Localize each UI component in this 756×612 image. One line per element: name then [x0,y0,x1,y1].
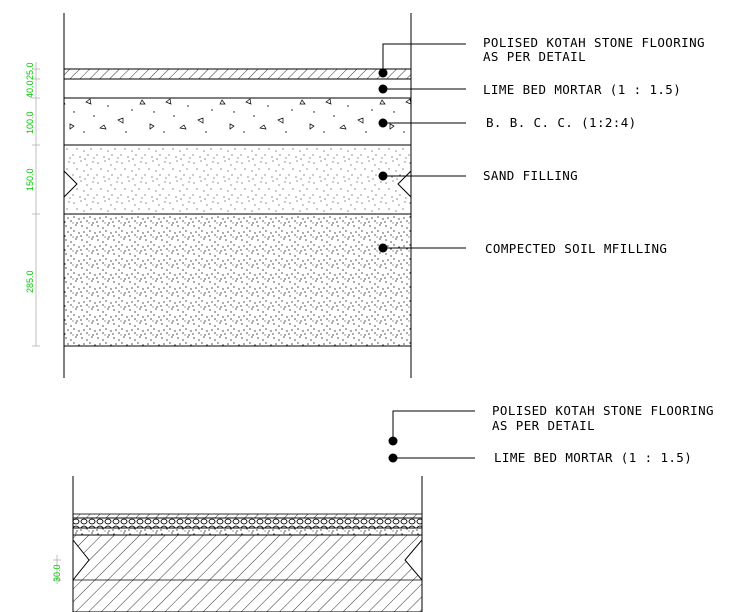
dim-285: 285.0 [25,270,35,293]
label-as-per-detail: AS PER DETAIL [483,49,586,64]
label-compacted-soil: COMPECTED SOIL MFILLING [485,241,667,256]
section-1: 40.0 25.0 100.0 150.0 285.0 POLISED [25,13,705,378]
dim-40: 40.0 [25,80,35,98]
top-finish-strip [72,513,423,519]
label-stone-flooring-2: POLISED KOTAH STONE FLOORING [492,403,714,418]
bbcc-layer [63,97,412,146]
leader-lime-mortar-2 [388,453,475,463]
dim-30: 30.0 [52,564,62,582]
leader-lime-mortar [378,84,466,94]
stone-flooring-layer [63,68,412,80]
dimension-chain-1: 40.0 25.0 100.0 150.0 285.0 [25,62,40,347]
leader-stone-flooring-2 [388,410,475,446]
stone-base-layer [72,534,423,612]
dim-100: 100.0 [25,111,35,134]
label-lime-mortar-2: LIME BED MORTAR (1 : 1.5) [494,450,692,465]
label-lime-mortar: LIME BED MORTAR (1 : 1.5) [483,82,681,97]
leader-sand-filling [378,171,466,181]
lime-mortar-layer [63,78,412,99]
dim-25: 25.0 [25,62,35,80]
dimension-chain-2: 30.0 [52,555,62,584]
compacted-soil-layer [63,213,412,347]
leader-compacted-soil [378,243,466,253]
leader-bbcc [378,118,466,128]
label-as-per-detail-2: AS PER DETAIL [492,418,595,433]
gravel-mortar-layer [72,517,423,529]
label-bbcc: B. B. C. C. (1:2:4) [486,115,637,130]
leader-stone-flooring [378,43,466,78]
sand-filling-layer [63,144,412,215]
section-2: 30.0 POLISED KOTAH STONE FLOORING AS PER… [52,403,714,612]
label-stone-flooring: POLISED KOTAH STONE FLOORING [483,35,705,50]
dim-150: 150.0 [25,168,35,191]
mortar-strip [72,527,423,536]
label-sand-filling: SAND FILLING [483,168,578,183]
